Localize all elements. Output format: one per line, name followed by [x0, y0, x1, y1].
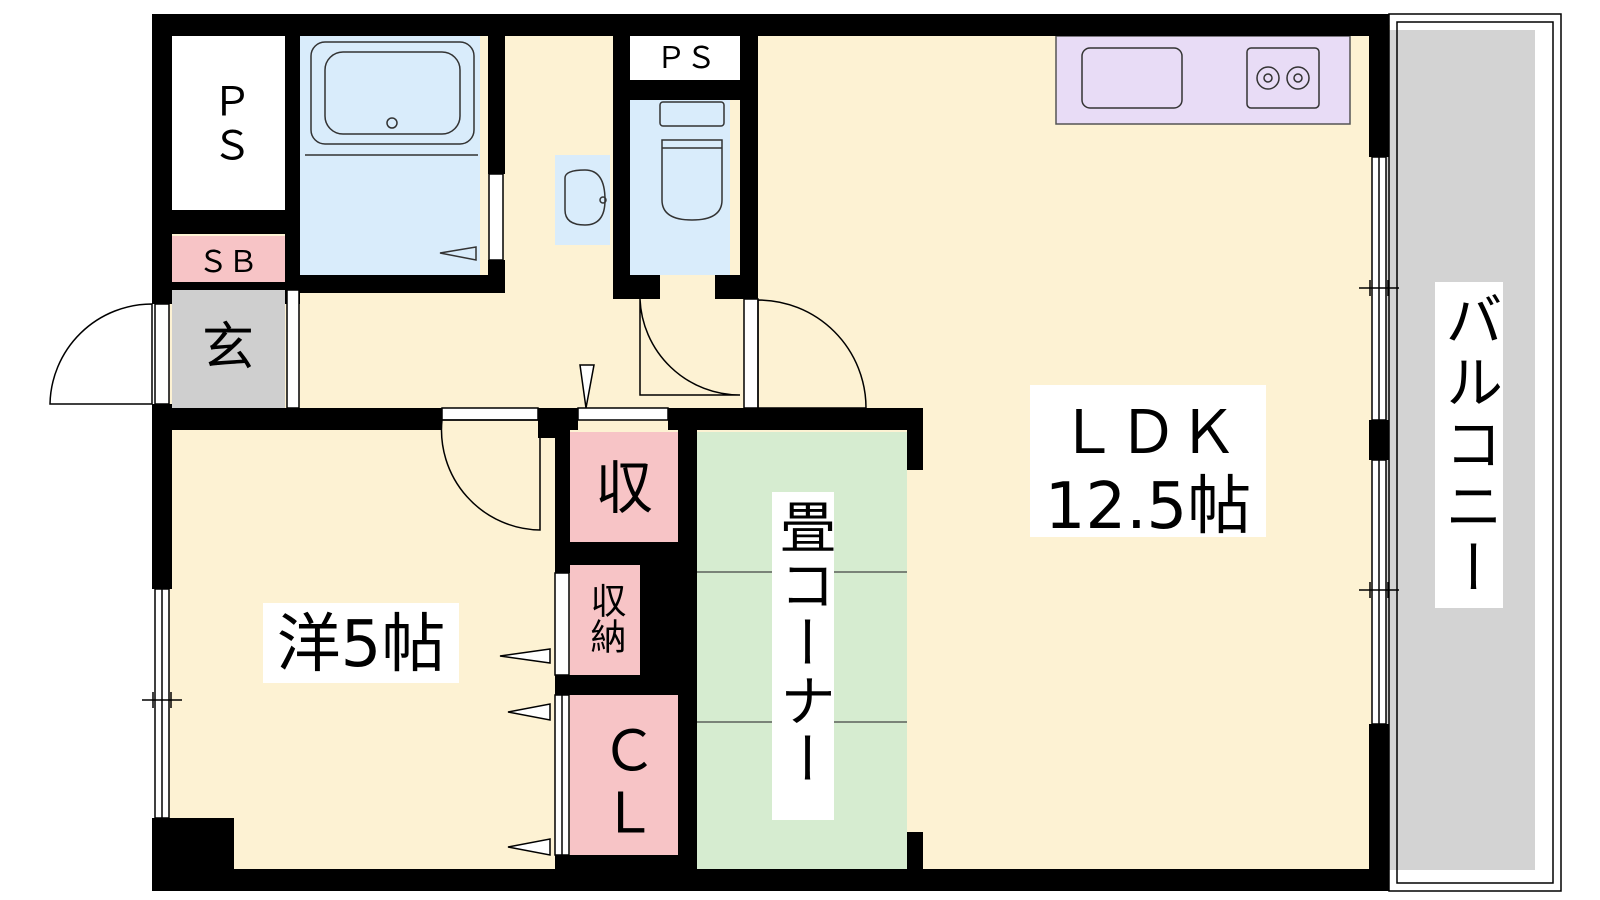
windows [142, 156, 1399, 856]
fixtures [305, 41, 1320, 261]
door-swings [49, 298, 867, 856]
bath-door-hinge [439, 246, 477, 261]
sb-floor [172, 236, 285, 284]
storage-1-label: 収 [595, 454, 653, 522]
sink-area [555, 155, 610, 245]
storage-door-hinge [579, 364, 595, 409]
closet-label: ＣＬ [592, 722, 657, 846]
ps-top-floor [630, 35, 740, 80]
bathtub-inner [324, 51, 461, 135]
storage-2-label: 収納 [585, 582, 626, 654]
toilet-door-swing [639, 298, 741, 396]
floor-fills [160, 25, 1535, 870]
ps-top-label: ＰＳ [656, 41, 716, 76]
toilet-tank-icon [659, 101, 725, 127]
bathtub-icon [310, 41, 475, 145]
wall-left-upper [152, 14, 172, 304]
burner-2-icon [1286, 66, 1310, 90]
column-bottom-left [152, 818, 234, 891]
wall-bottom [152, 869, 1389, 891]
kitchen-sink-icon [1081, 47, 1183, 109]
walls [152, 14, 1389, 891]
kitchen-counter [1055, 35, 1351, 125]
toilet-bowl-icon [661, 139, 723, 221]
ps-left-floor [172, 35, 285, 212]
ps-left-label: ＰＳ [205, 81, 251, 169]
sb-label: ＳＢ [198, 245, 258, 280]
stove-icon [1246, 47, 1320, 109]
ldk-door-swing [757, 299, 867, 409]
bathtub-drain [386, 117, 398, 129]
ldk-size-label: 12.5帖 [1045, 470, 1252, 544]
wall-right-top [1369, 14, 1389, 157]
burner-1-icon [1256, 66, 1280, 90]
entrance-door-swing [49, 303, 153, 405]
western-door-swing [440, 419, 541, 531]
sink-icon [564, 169, 606, 226]
wall-right-mid [1369, 420, 1389, 460]
storage-2-floor [570, 565, 640, 675]
balcony-label: バルコニー [1435, 290, 1503, 600]
wall-right-low [1369, 724, 1389, 891]
storage-1-floor [570, 432, 678, 542]
tatami-label: 畳コーナー [771, 498, 836, 788]
wall-top [152, 14, 1389, 36]
entrance-floor [172, 288, 285, 408]
closet-floor [570, 695, 678, 867]
toilet-floor [630, 100, 730, 275]
balcony-rail [1388, 13, 1562, 892]
western-room-label: 洋5帖 [277, 608, 446, 682]
ldk-name-label: ＬＤＫ [1058, 398, 1238, 468]
genkan-label: 玄 [202, 318, 254, 378]
wall-left-mid [152, 404, 172, 589]
labels: ＰＳ ＰＳ ＳＢ 玄 ＬＤＫ 12.5帖 バルコニー 畳コーナー 収 収納 ＣＬ… [198, 41, 1503, 846]
